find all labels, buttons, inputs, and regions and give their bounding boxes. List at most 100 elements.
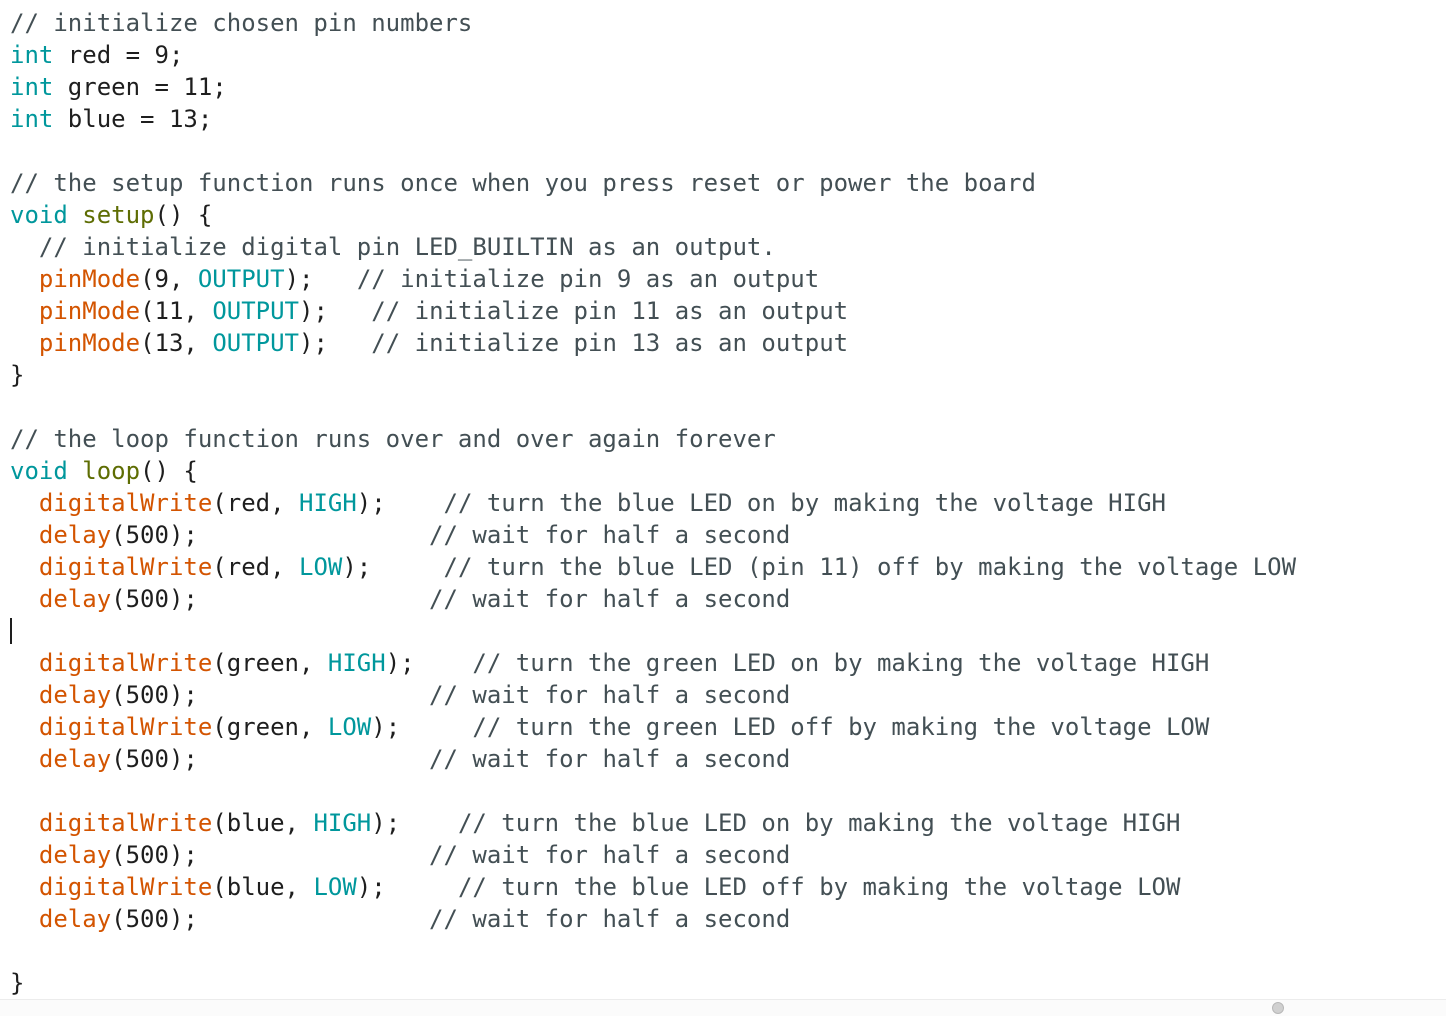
code-text: (11, (140, 297, 213, 325)
code-line[interactable]: // initialize digital pin LED_BUILTIN as… (10, 231, 1446, 263)
code-text: green = 11; (53, 73, 227, 101)
code-line[interactable]: int blue = 13; (10, 103, 1446, 135)
code-text (10, 873, 39, 901)
code-text: (500); (111, 681, 430, 709)
code-line[interactable]: digitalWrite(blue, HIGH); // turn the bl… (10, 807, 1446, 839)
code-text (68, 201, 82, 229)
code-text: () { (154, 201, 213, 229)
code-constant: OUTPUT (212, 297, 300, 325)
code-text (10, 681, 39, 709)
code-constant: LOW (313, 873, 357, 901)
code-keyword: void (10, 201, 68, 229)
code-comment: // turn the blue LED (pin 11) off by mak… (443, 553, 1297, 581)
code-line[interactable]: delay(500); // wait for half a second (10, 903, 1446, 935)
code-line[interactable]: int green = 11; (10, 71, 1446, 103)
code-text: (9, (140, 265, 198, 293)
code-function-call: delay (38, 585, 112, 613)
code-constant: HIGH (313, 809, 372, 837)
code-text: ); (342, 553, 444, 581)
code-line[interactable]: void loop() { (10, 455, 1446, 487)
code-line[interactable]: pinMode(9, OUTPUT); // initialize pin 9 … (10, 263, 1446, 295)
code-function-call: delay (38, 841, 112, 869)
code-line[interactable]: pinMode(13, OUTPUT); // initialize pin 1… (10, 327, 1446, 359)
code-line[interactable]: } (10, 359, 1446, 391)
code-comment: // initialize digital pin LED_BUILTIN as… (38, 233, 776, 261)
code-line[interactable] (10, 935, 1446, 967)
code-comment: // initialize pin 11 as an output (371, 297, 849, 325)
code-line[interactable]: pinMode(11, OUTPUT); // initialize pin 1… (10, 295, 1446, 327)
code-text (10, 649, 39, 677)
code-text: (blue, (212, 809, 314, 837)
code-keyword: void (10, 457, 68, 485)
code-function-call: digitalWrite (38, 553, 213, 581)
code-text: (500); (111, 745, 430, 773)
code-line[interactable]: delay(500); // wait for half a second (10, 519, 1446, 551)
code-keyword: int (10, 105, 54, 133)
code-line[interactable]: digitalWrite(green, LOW); // turn the gr… (10, 711, 1446, 743)
code-constant: LOW (299, 553, 343, 581)
code-function-call: digitalWrite (38, 649, 213, 677)
code-text (10, 713, 39, 741)
code-text (10, 489, 39, 517)
code-constant: LOW (327, 713, 372, 741)
code-line[interactable]: delay(500); // wait for half a second (10, 839, 1446, 871)
code-line[interactable]: delay(500); // wait for half a second (10, 583, 1446, 615)
code-line[interactable]: // initialize chosen pin numbers (10, 7, 1446, 39)
code-function-call: digitalWrite (38, 809, 213, 837)
code-text: ); (356, 489, 444, 517)
code-line[interactable]: digitalWrite(green, HIGH); // turn the g… (10, 647, 1446, 679)
code-line[interactable]: delay(500); // wait for half a second (10, 679, 1446, 711)
scroll-position-indicator[interactable] (1272, 1002, 1284, 1014)
code-text: ); (299, 329, 372, 357)
code-line[interactable]: void setup() { (10, 199, 1446, 231)
code-text (10, 265, 39, 293)
code-text: (13, (140, 329, 213, 357)
code-comment: // turn the blue LED on by making the vo… (443, 489, 1166, 517)
code-text: (blue, (212, 873, 314, 901)
code-text: (500); (111, 521, 430, 549)
code-text: ); (371, 713, 473, 741)
code-text: blue = 13; (53, 105, 213, 133)
code-comment: // turn the blue LED on by making the vo… (457, 809, 1181, 837)
code-text: ); (356, 873, 458, 901)
code-text: } (10, 969, 25, 997)
code-line[interactable] (10, 391, 1446, 423)
code-function-call: pinMode (38, 297, 141, 325)
code-text: ); (385, 649, 473, 677)
code-comment: // wait for half a second (429, 745, 791, 773)
code-comment: // the loop function runs over and over … (10, 425, 776, 453)
code-line[interactable]: int red = 9; (10, 39, 1446, 71)
code-text: () { (140, 457, 198, 485)
code-line[interactable]: digitalWrite(blue, LOW); // turn the blu… (10, 871, 1446, 903)
code-line[interactable]: digitalWrite(red, LOW); // turn the blue… (10, 551, 1446, 583)
code-function-call: delay (38, 745, 112, 773)
code-text: (500); (111, 585, 430, 613)
code-comment: // turn the blue LED off by making the v… (457, 873, 1181, 901)
code-line[interactable]: digitalWrite(red, HIGH); // turn the blu… (10, 487, 1446, 519)
code-text (10, 553, 39, 581)
code-function-call: delay (38, 905, 112, 933)
code-keyword: int (10, 41, 54, 69)
code-text: (green, (212, 649, 328, 677)
code-line[interactable]: delay(500); // wait for half a second (10, 743, 1446, 775)
code-line[interactable]: // the setup function runs once when you… (10, 167, 1446, 199)
code-text (10, 233, 39, 261)
code-constant: OUTPUT (212, 329, 300, 357)
code-text: (500); (111, 905, 430, 933)
code-line[interactable] (10, 775, 1446, 807)
code-text: ); (284, 265, 357, 293)
code-line[interactable] (10, 135, 1446, 167)
code-text: ); (299, 297, 372, 325)
code-line[interactable]: } (10, 967, 1446, 999)
code-text: (green, (212, 713, 328, 741)
code-keyword: int (10, 73, 54, 101)
code-comment: // wait for half a second (429, 905, 791, 933)
horizontal-scrollbar[interactable] (0, 999, 1446, 1016)
code-line[interactable] (10, 615, 1446, 647)
code-line[interactable]: // the loop function runs over and over … (10, 423, 1446, 455)
code-function-call: delay (38, 521, 112, 549)
code-constant: OUTPUT (197, 265, 285, 293)
code-constant: HIGH (299, 489, 357, 517)
